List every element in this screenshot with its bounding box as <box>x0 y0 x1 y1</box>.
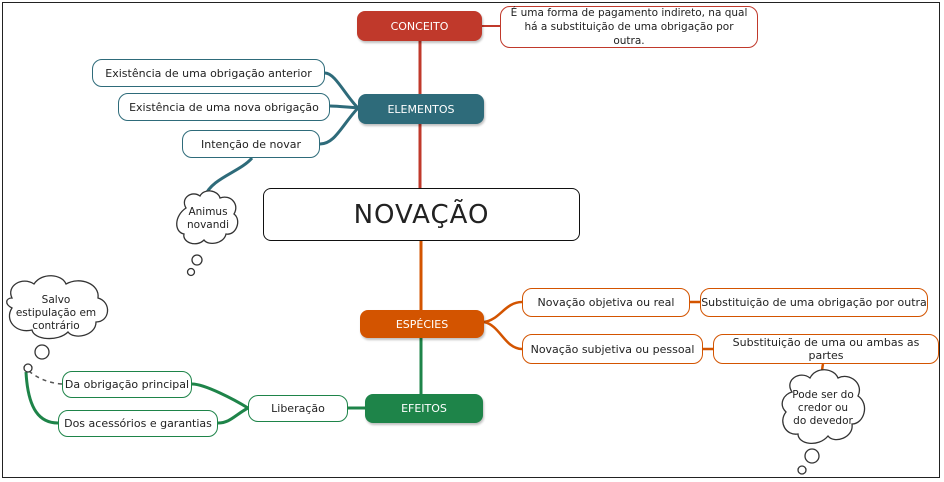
especies-item-2: Novação subjetiva ou pessoal <box>522 334 703 364</box>
efeitos-subitem-1: Da obrigação principal <box>62 371 192 398</box>
link-efe-sub-2 <box>217 406 249 425</box>
link-elem-2 <box>329 104 359 110</box>
especies-item-1: Novação objetiva ou real <box>522 288 690 317</box>
especies-note: Pode ser do credor ou do devedor <box>792 389 854 428</box>
link-elem-1 <box>324 71 360 110</box>
central-topic: NOVAÇÃO <box>263 188 580 241</box>
elementos-item-1: Existência de uma obrigação anterior <box>92 59 325 87</box>
efeitos-note: Salvo estipulação em contrário <box>15 294 97 333</box>
conceito-definition: É uma forma de pagamento indireto, na qu… <box>500 6 758 48</box>
category-efeitos: EFEITOS <box>365 394 483 423</box>
elementos-note: Animus novandi <box>187 206 229 232</box>
link-efe-sub-1 <box>191 382 249 410</box>
especies-item-2-detail: Substituição de uma ou ambas as partes <box>713 334 939 364</box>
cloud-salvo <box>6 275 109 373</box>
link-efe-note-dashed <box>29 371 63 385</box>
category-especies: ESPÉCIES <box>360 310 484 338</box>
link-elem-3 <box>319 106 360 146</box>
category-elementos: ELEMENTOS <box>358 94 484 124</box>
cloud-credor <box>781 369 866 475</box>
especies-item-1-detail: Substituição de uma obrigação por outra <box>700 288 928 317</box>
elementos-item-2: Existência de uma nova obrigação <box>118 93 330 121</box>
cloud-animus <box>176 190 239 277</box>
link-elem-note <box>203 156 254 197</box>
category-conceito: CONCEITO <box>357 11 482 41</box>
link-efe-note-solid <box>24 371 59 425</box>
elementos-item-3: Intenção de novar <box>182 130 320 158</box>
efeitos-subitem-2: Dos acessórios e garantias <box>58 410 218 437</box>
link-esp-2 <box>483 320 523 351</box>
efeitos-liberacao: Liberação <box>248 395 348 422</box>
link-esp-1 <box>483 300 523 324</box>
